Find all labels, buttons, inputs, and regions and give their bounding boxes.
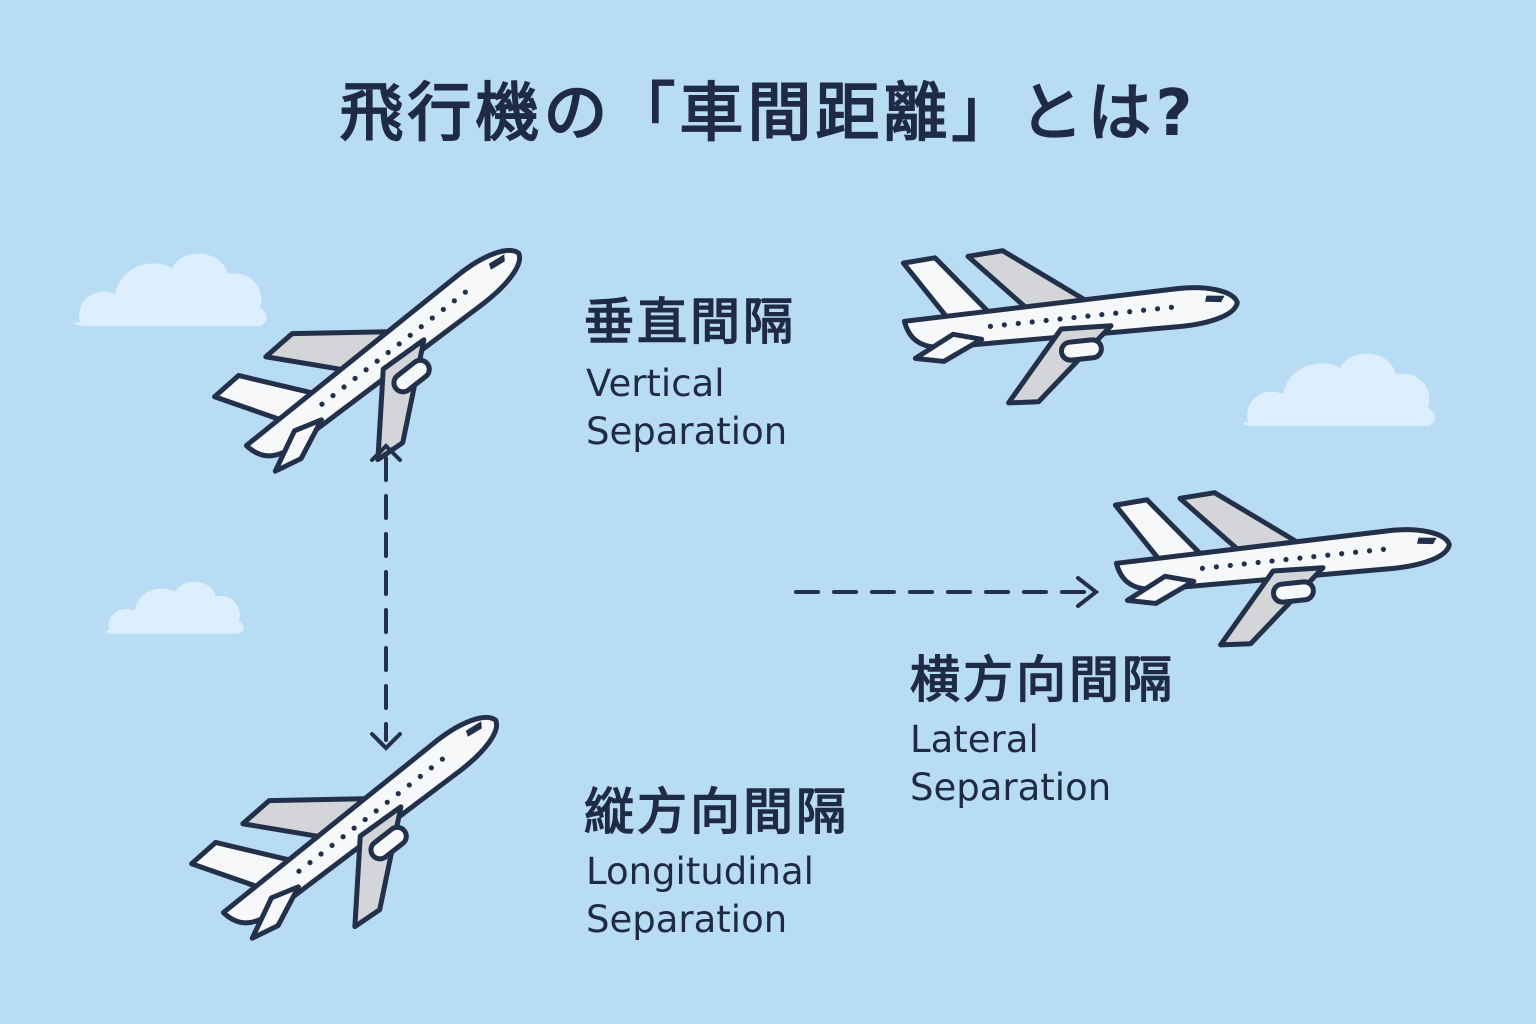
page-title: 飛行機の「車間距離」とは? xyxy=(339,77,1197,151)
vertical-label-en-line1: Vertical xyxy=(586,362,725,405)
vertical-label-en: Vertical Separation xyxy=(586,360,787,456)
longitudinal-label-en: Longitudinal Separation xyxy=(586,848,814,944)
vertical-label-jp: 垂直間隔 xyxy=(584,293,796,351)
vertical-label-en-line2: Separation xyxy=(586,410,788,453)
plane-vertical-lower xyxy=(186,660,543,986)
longitudinal-label-jp: 縦方向間隔 xyxy=(584,783,849,841)
plane-right-upper xyxy=(898,227,1245,415)
cloud-right xyxy=(1243,353,1435,426)
plane-vertical-upper xyxy=(209,193,566,519)
cloud-left-lower xyxy=(105,581,244,634)
lateral-label-en-line2: Separation xyxy=(910,766,1112,809)
cloud-left-upper xyxy=(75,253,267,326)
vertical-separation-arrow xyxy=(370,443,402,751)
lateral-label-en-line1: Lateral xyxy=(910,718,1039,761)
lateral-label-jp: 横方向間隔 xyxy=(910,651,1175,709)
longitudinal-label-en-line1: Longitudinal xyxy=(586,850,814,893)
lateral-separation-arrow xyxy=(794,576,1100,608)
lateral-label-en: Lateral Separation xyxy=(910,716,1111,812)
plane-right-lower xyxy=(1110,469,1457,657)
longitudinal-label-en-line2: Separation xyxy=(586,898,788,941)
